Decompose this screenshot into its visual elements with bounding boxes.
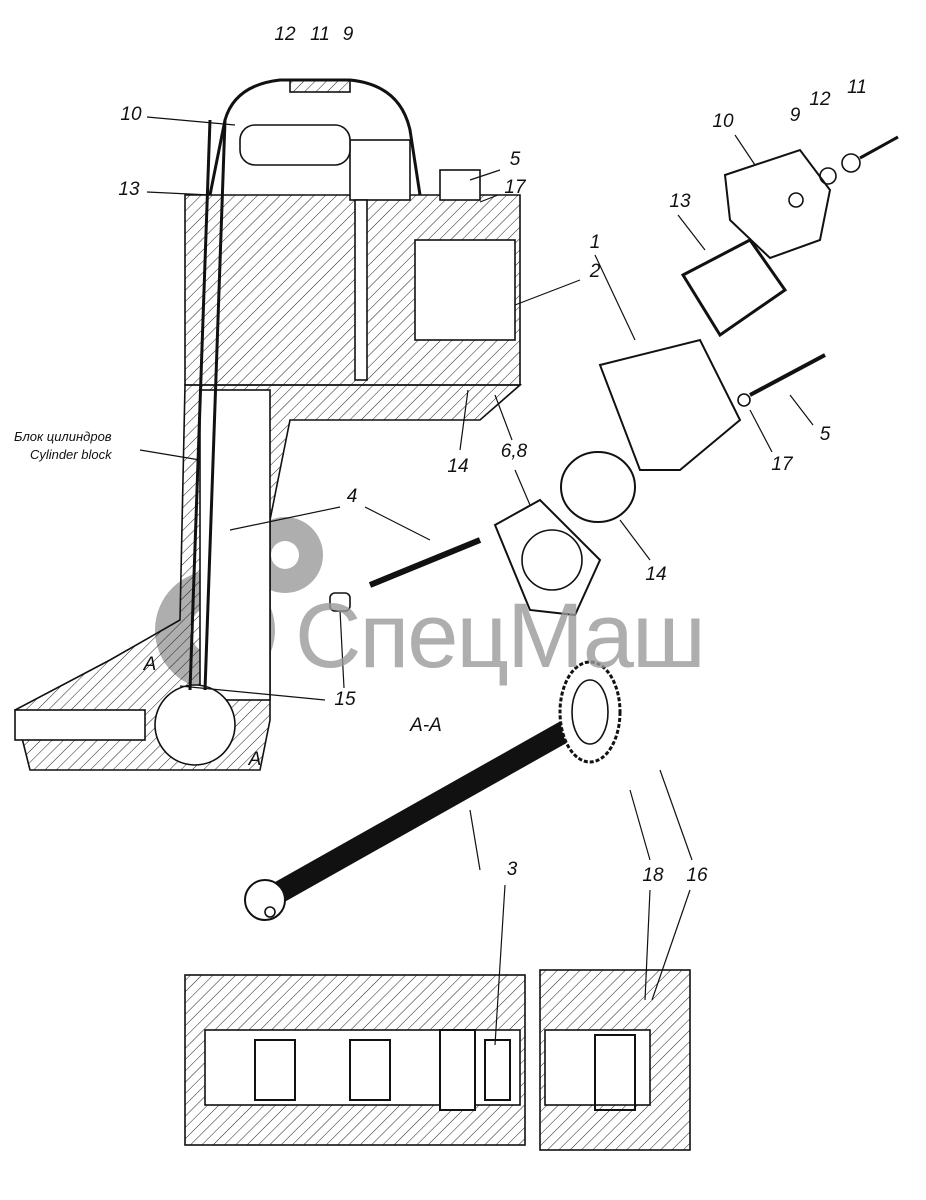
callout-14: 14 — [447, 456, 469, 477]
callout-exp-5: 5 — [819, 424, 831, 445]
washer-9 — [819, 167, 837, 185]
callout-2: 2 — [589, 261, 601, 282]
callout-10: 10 — [120, 104, 142, 125]
callout-3: 3 — [506, 859, 518, 880]
callout-18: 18 — [642, 865, 664, 886]
callout-17: 17 — [504, 177, 526, 198]
section-mark-a-2: A — [248, 749, 262, 770]
bolt-11 — [859, 135, 899, 160]
callout-6-8: 6,8 — [500, 441, 528, 462]
cylinder-block-note: Блок цилиндров Cylinder block — [14, 428, 112, 464]
callout-4: 4 — [346, 486, 358, 507]
section-mark-a-1: A — [143, 654, 157, 675]
callout-5: 5 — [509, 149, 521, 170]
callout-9: 9 — [342, 24, 354, 45]
callout-13: 13 — [118, 179, 140, 200]
bolt-5 — [749, 353, 826, 397]
head-part — [598, 338, 742, 471]
watermark-text: СпецМаш — [295, 585, 706, 687]
camshaft-part — [244, 660, 622, 921]
valve-cover-section — [208, 78, 422, 196]
section-label-a-a: A-A — [410, 715, 442, 736]
callout-exp-9: 9 — [789, 105, 801, 126]
head-gasket — [493, 498, 602, 617]
callout-exp-17: 17 — [771, 454, 793, 475]
callout-exp-11: 11 — [847, 77, 867, 98]
washer-12 — [841, 153, 861, 173]
cylinder-head-section — [184, 124, 521, 386]
leader-lines — [139, 116, 814, 1046]
valve-cover-part — [723, 148, 832, 260]
callout-16: 16 — [686, 865, 708, 886]
gasket-13 — [680, 238, 788, 338]
cylinder-block-label-en: Cylinder block — [29, 447, 112, 462]
cylinder-block-section — [14, 119, 523, 771]
callout-exp-12: 12 — [809, 89, 831, 110]
camshaft-section-view — [184, 969, 691, 1151]
callout-ring-14: 14 — [645, 564, 667, 585]
washer-17 — [737, 393, 751, 407]
callout-11: 11 — [310, 24, 330, 45]
callout-15: 15 — [334, 689, 356, 710]
callout-exp-10: 10 — [712, 111, 734, 132]
callout-1: 1 — [589, 232, 601, 253]
o-ring-14 — [560, 451, 636, 523]
cylinder-block-label-ru: Блок цилиндров — [14, 429, 112, 444]
pushrod-4 — [368, 537, 482, 588]
callout-12: 12 — [274, 24, 296, 45]
callout-exp-13: 13 — [669, 191, 691, 212]
